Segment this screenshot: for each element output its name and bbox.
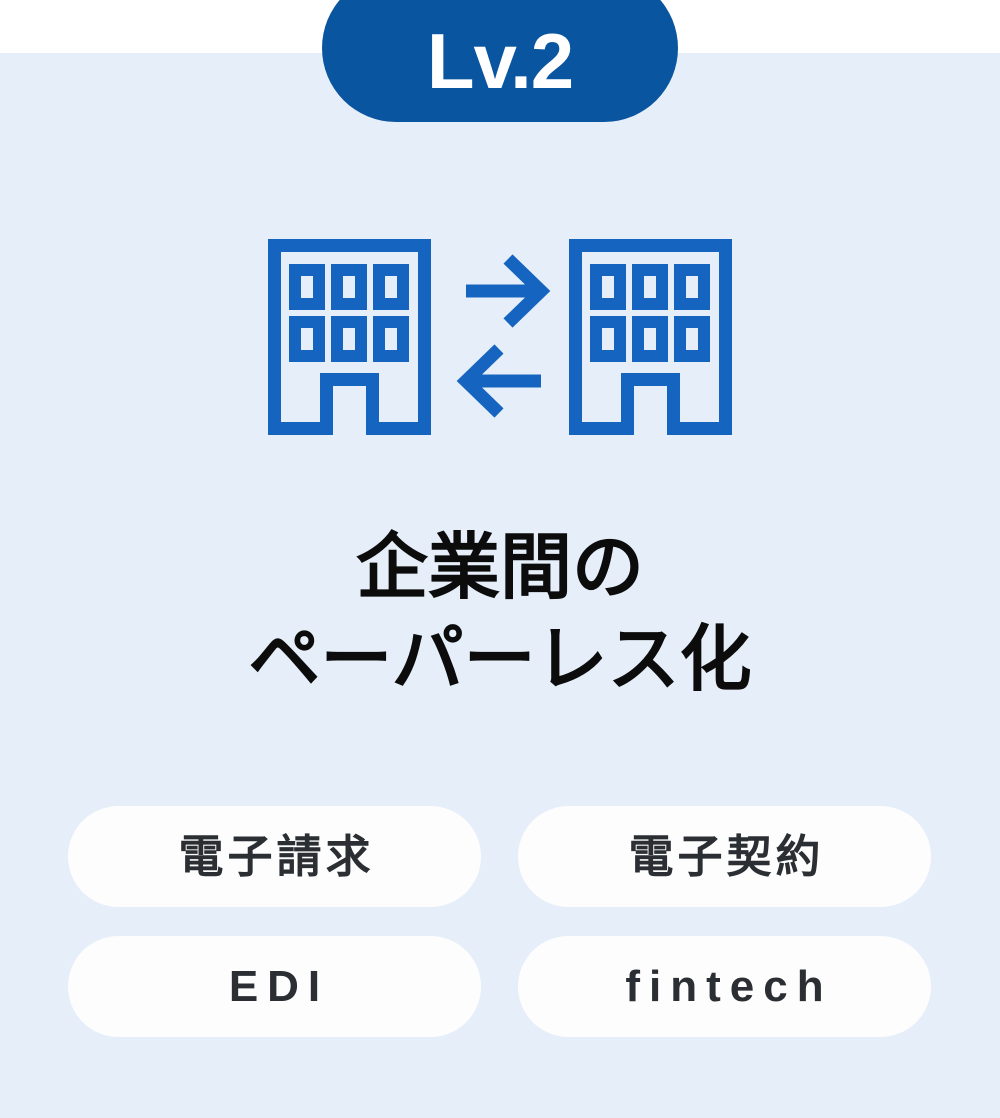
tag-label: EDI xyxy=(228,961,330,1011)
card-title-line-2: ペーパーレス化 xyxy=(248,620,752,701)
building-right-window xyxy=(632,316,668,362)
building-left-window xyxy=(373,264,409,310)
building-left-window xyxy=(289,316,325,362)
level-badge: Lv.2 xyxy=(322,0,678,122)
tag-label: 電子契約 xyxy=(628,831,825,882)
card-title: 企業間の ペーパーレス化 xyxy=(0,522,1000,706)
level-badge-label: Lv.2 xyxy=(426,17,574,105)
tag-label: 電子請求 xyxy=(178,831,375,882)
tag-pill-electronic-contract[interactable]: 電子契約 xyxy=(518,806,931,907)
building-right-window xyxy=(674,264,710,310)
building-right-window xyxy=(590,264,626,310)
building-left-outline xyxy=(268,239,431,435)
tag-label: fintech xyxy=(625,961,833,1011)
building-right-window xyxy=(590,316,626,362)
building-right-outline xyxy=(569,239,732,435)
tag-pill-edi[interactable]: EDI xyxy=(68,936,481,1037)
building-left-window xyxy=(331,316,367,362)
building-right-window xyxy=(632,264,668,310)
tag-list: 電子請求 電子契約 EDI fintech xyxy=(68,806,932,1037)
building-right-window xyxy=(674,316,710,362)
arrow-left-head-icon xyxy=(456,344,504,418)
card-title-line-1: 企業間の xyxy=(355,528,644,608)
building-left-window xyxy=(289,264,325,310)
tag-pill-electronic-invoice[interactable]: 電子請求 xyxy=(68,806,481,907)
building-left-window xyxy=(373,316,409,362)
tag-pill-fintech[interactable]: fintech xyxy=(518,936,931,1037)
two-buildings-exchange-icon xyxy=(0,232,1000,442)
arrow-right-head-icon xyxy=(503,254,551,328)
building-left-window xyxy=(331,264,367,310)
